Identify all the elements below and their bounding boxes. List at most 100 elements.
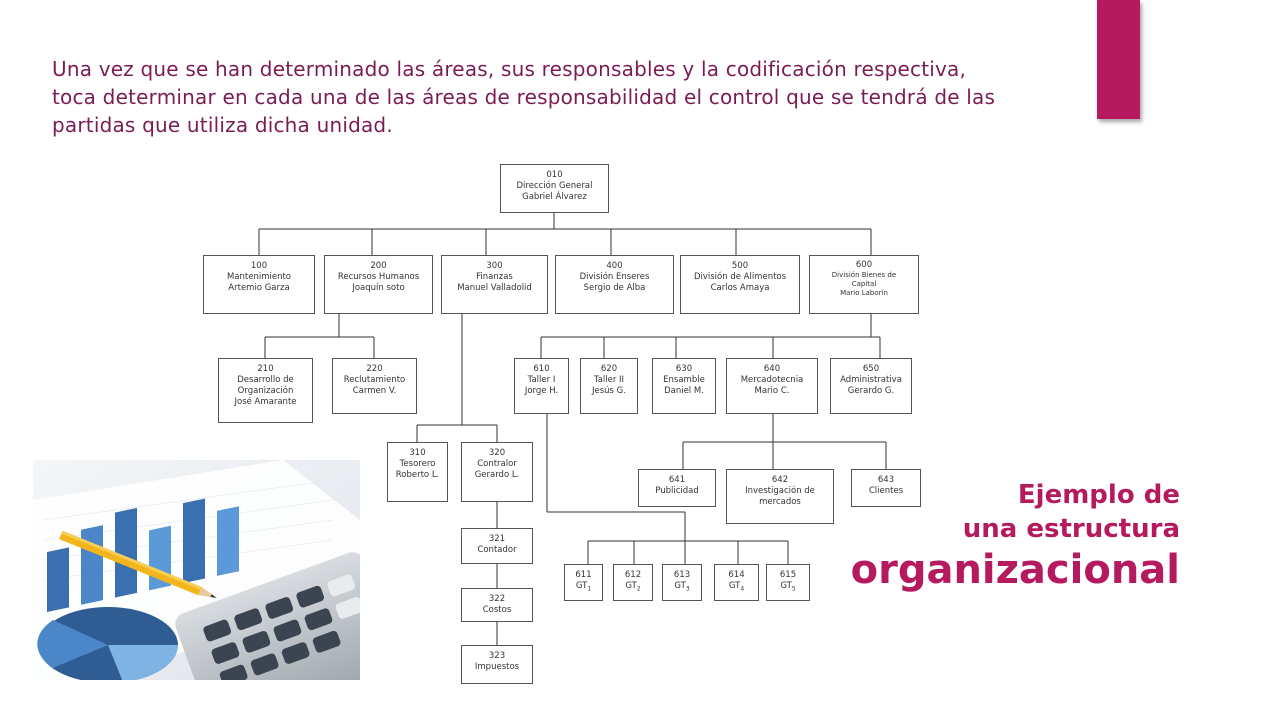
org-node-614: 614 GT4 (714, 564, 759, 601)
node-name: Impuestos (474, 662, 520, 672)
node-person: Gabriel Álvarez (522, 192, 587, 202)
node-code: 642 (771, 475, 789, 485)
node-name: Clientes (868, 486, 904, 496)
node-code: 650 (862, 364, 880, 374)
node-person: Sergio de Alba (583, 283, 646, 293)
org-node-323: 323 Impuestos (461, 645, 533, 684)
org-node-630: 630 Ensamble Daniel M. (652, 358, 716, 414)
node-person: Jorge H. (524, 386, 559, 396)
org-node-641: 641 Publicidad (638, 469, 716, 507)
org-node-640: 640 Mercadotecnia Mario C. (726, 358, 818, 414)
node-code: 210 (257, 364, 274, 374)
node-name: Costos (482, 605, 512, 615)
org-node-600: 600 División Bienes de Capital Mario Lab… (809, 255, 919, 314)
org-node-322: 322 Costos (461, 588, 533, 622)
finance-photo-illustration (33, 460, 360, 680)
node-name: GT3 (674, 581, 690, 593)
node-name: GT2 (625, 581, 641, 593)
org-node-321: 321 Contador (461, 528, 533, 564)
org-node-220: 220 Reclutamiento Carmen V. (332, 358, 417, 414)
node-code: 322 (488, 594, 506, 604)
org-node-643: 643 Clientes (851, 469, 921, 507)
node-person: Daniel M. (664, 386, 704, 396)
slide-title: Ejemplo de una estructura organizacional (851, 478, 1180, 594)
node-name: GT4 (728, 581, 745, 593)
node-code: 500 (731, 261, 749, 271)
node-code: 320 (488, 448, 506, 458)
node-name: Investigación de (745, 486, 815, 496)
org-node-320: 320 Contralor Gerardo L. (461, 442, 533, 502)
node-code: 400 (606, 261, 623, 271)
org-node-300: 300 Finanzas Manuel Valladolid (441, 255, 548, 314)
node-name: Publicidad (655, 486, 699, 496)
node-code: 620 (600, 364, 618, 374)
node-person: Artemio Garza (228, 283, 290, 293)
node-name: GT5 (780, 581, 796, 593)
node-code: 611 (575, 570, 592, 580)
node-code: 321 (488, 534, 506, 544)
org-node-611: 611 GT1 (564, 564, 603, 601)
node-name: Dirección General (516, 181, 593, 191)
finance-photo (33, 460, 360, 680)
node-person: Mario C. (754, 386, 790, 396)
node-name: Recursos Humanos (337, 272, 420, 282)
node-code: 200 (370, 261, 387, 271)
title-line-3: organizacional (850, 547, 1180, 593)
title-line-1: Ejemplo de (1017, 480, 1180, 510)
node-name-2: Organización (237, 386, 294, 396)
node-name: Taller II (593, 375, 625, 385)
org-node-400: 400 División Enseres Sergio de Alba (555, 255, 674, 314)
node-name: División Bienes de (831, 271, 897, 279)
node-code: 640 (763, 364, 781, 374)
node-name: Mantenimiento (226, 272, 292, 282)
node-name: Contador (477, 545, 517, 555)
title-line-2: una estructura (962, 514, 1180, 544)
node-name: Contralor (477, 459, 517, 469)
node-code: 323 (488, 651, 506, 661)
node-code: 310 (409, 448, 426, 458)
node-person: Manuel Valladolid (457, 283, 532, 293)
node-person: Gerardo G. (847, 386, 895, 396)
org-node-310: 310 Tesorero Roberto L. (387, 442, 448, 502)
node-person: Carlos Amaya (710, 283, 770, 293)
node-code: 100 (250, 261, 268, 271)
accent-bar (1097, 0, 1140, 119)
node-name: Taller I (527, 375, 556, 385)
org-node-620: 620 Taller II Jesús G. (580, 358, 638, 414)
org-node-615: 615 GT5 (766, 564, 810, 601)
node-code: 612 (624, 570, 642, 580)
node-name: Tesorero (399, 459, 436, 469)
node-name: Finanzas (476, 272, 513, 282)
node-code: 220 (366, 364, 383, 374)
node-person: Carmen V. (352, 386, 397, 396)
org-node-612: 612 GT2 (613, 564, 653, 601)
node-code: 614 (728, 570, 745, 580)
org-node-500: 500 División de Alimentos Carlos Amaya (680, 255, 800, 314)
org-node-642: 642 Investigación de mercados (726, 469, 834, 524)
org-node-010: 010 Dirección General Gabriel Álvarez (500, 164, 609, 213)
org-node-200: 200 Recursos Humanos Joaquín soto (324, 255, 433, 314)
node-person: José Amarante (234, 397, 297, 407)
org-node-650: 650 Administrativa Gerardo G. (830, 358, 912, 414)
node-code: 643 (877, 475, 895, 485)
node-name: Ensamble (663, 375, 705, 385)
node-name: Desarrollo de (237, 375, 294, 385)
node-person: Jesús G. (592, 386, 626, 396)
node-name: Reclutamiento (343, 375, 406, 385)
node-name: División Enseres (579, 272, 650, 282)
node-code: 600 (855, 260, 873, 270)
org-node-100: 100 Mantenimiento Artemio Garza (203, 255, 315, 314)
node-code: 615 (779, 570, 797, 580)
intro-text: Una vez que se han determinado las áreas… (52, 57, 996, 137)
org-node-210: 210 Desarrollo de Organización José Amar… (218, 358, 313, 423)
node-name: GT1 (575, 581, 592, 593)
node-person: Joaquín soto (352, 283, 405, 293)
node-code: 610 (533, 364, 550, 374)
node-code: 630 (675, 364, 693, 374)
node-code: 010 (546, 170, 563, 180)
org-node-610: 610 Taller I Jorge H. (514, 358, 569, 414)
node-name-2: mercados (759, 497, 801, 507)
node-name: Mercadotecnia (740, 375, 804, 385)
node-person: Mario Laborín (840, 289, 888, 297)
